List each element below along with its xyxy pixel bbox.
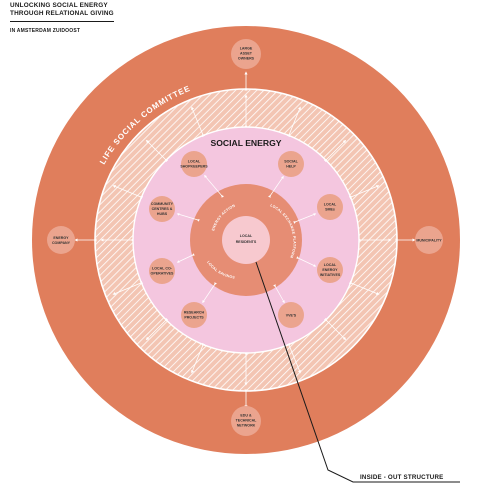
- center-label-line-1: LOCAL: [240, 234, 253, 238]
- leader-line: [255, 261, 460, 483]
- svg-text:PROJECTS: PROJECTS: [184, 316, 204, 320]
- outward-arrows: [74, 71, 416, 409]
- svg-text:EDU &: EDU &: [240, 414, 252, 418]
- svg-text:VVE'S: VVE'S: [286, 314, 297, 318]
- svg-text:ENERGY: ENERGY: [322, 268, 338, 272]
- title-line-2: THROUGH RELATIONAL GIVING: [10, 10, 114, 18]
- svg-text:SOCIAL: SOCIAL: [284, 160, 298, 164]
- svg-text:OWNERS: OWNERS: [238, 57, 255, 61]
- svg-text:ASSET: ASSET: [240, 52, 253, 56]
- structure-label: INSIDE - OUT STRUCTURE: [360, 474, 444, 481]
- svg-text:LARGE: LARGE: [240, 47, 253, 51]
- svg-text:TECHNICAL: TECHNICAL: [236, 419, 258, 423]
- svg-text:COMPANY: COMPANY: [52, 241, 71, 245]
- node-local-energy-initiatives: LOCAL ENERGY INITIATIVES: [317, 257, 343, 283]
- svg-text:HUBS: HUBS: [157, 212, 168, 216]
- svg-text:LOCAL CO-: LOCAL CO-: [152, 267, 173, 271]
- svg-text:COMMUNITY: COMMUNITY: [151, 202, 174, 206]
- svg-text:ENERGY: ENERGY: [53, 236, 69, 240]
- svg-text:LOCAL: LOCAL: [324, 263, 337, 267]
- node-energy-company: ENERGY COMPANY: [47, 226, 75, 254]
- node-local-smes: LOCAL SMEs: [317, 194, 343, 220]
- social-energy-label: SOCIAL ENERGY: [211, 138, 282, 148]
- svg-text:NETWORK: NETWORK: [237, 424, 256, 428]
- node-vve: VVE'S: [278, 302, 304, 328]
- svg-text:SHOPKEEPERS: SHOPKEEPERS: [180, 165, 208, 169]
- title-line-1: UNLOCKING SOCIAL ENERGY: [10, 2, 108, 9]
- svg-text:LOCAL: LOCAL: [324, 203, 337, 207]
- center-label-line-2: RESIDENTS: [236, 240, 257, 244]
- svg-text:OPERATIVES: OPERATIVES: [151, 272, 175, 276]
- node-research-projects: RESEARCH PROJECTS: [181, 302, 207, 328]
- node-edu-technical-network: EDU & TECHNICAL NETWORK: [231, 406, 261, 436]
- svg-text:CENTRES &: CENTRES &: [152, 207, 173, 211]
- inner-arrows: [176, 174, 317, 304]
- page-title: UNLOCKING SOCIAL ENERGY THROUGH RELATION…: [10, 2, 114, 19]
- title-divider: [10, 21, 114, 22]
- node-community-centres: COMMUNITY CENTRES & HUBS: [149, 196, 175, 222]
- svg-text:LOCAL: LOCAL: [188, 160, 201, 164]
- node-social-help: SOCIAL HELP: [278, 151, 304, 177]
- svg-text:RESEARCH: RESEARCH: [184, 311, 205, 315]
- center-node: LOCAL RESIDENTS: [236, 234, 257, 244]
- node-local-co-operatives: LOCAL CO- OPERATIVES: [149, 258, 175, 284]
- svg-text:MUNICIPALITY: MUNICIPALITY: [416, 239, 442, 243]
- svg-text:HELP: HELP: [286, 165, 296, 169]
- node-large-asset-owners: LARGE ASSET OWNERS: [231, 39, 261, 69]
- node-municipality: MUNICIPALITY: [415, 226, 443, 254]
- node-local-shopkeepers: LOCAL SHOPKEEPERS: [180, 151, 208, 177]
- svg-text:SMEs: SMEs: [325, 208, 335, 212]
- page-subtitle: IN AMSTERDAM ZUIDOOST: [10, 28, 81, 34]
- center-circle: [222, 216, 270, 264]
- svg-text:INITIATIVES: INITIATIVES: [320, 273, 341, 277]
